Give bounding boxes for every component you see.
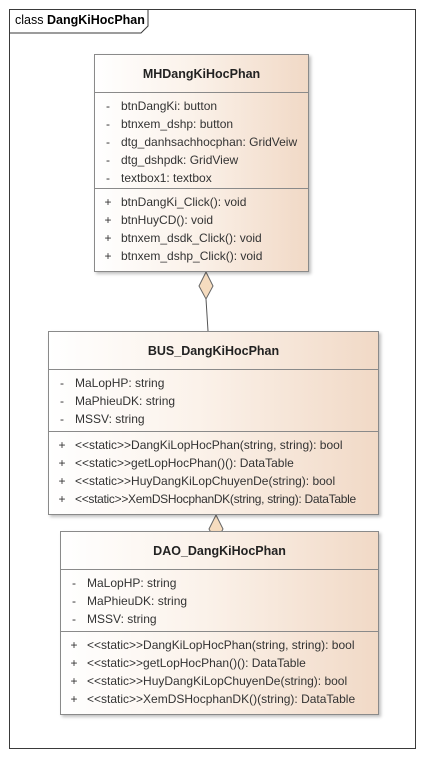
attribute-compartment: -MaLopHP: string -MaPhieuDK: string -MSS…: [49, 370, 378, 432]
operation-row: +<<static>>getLopHocPhan()(): DataTable: [58, 456, 294, 470]
class-name: MHDangKiHocPhan: [95, 55, 308, 93]
attribute-row: -MaPhieuDK: string: [72, 594, 188, 608]
aggregation-diamond-mh: [198, 270, 214, 301]
attribute-compartment: -btnDangKi: button -btnxem_dshp: button …: [95, 93, 308, 189]
operation-row: +btnxem_dsdk_Click(): void: [104, 231, 262, 245]
operation-row: +<<static>>HuyDangKiLopChuyenDe(string):…: [58, 474, 336, 488]
frame-name: DangKiHocPhan: [46, 13, 145, 27]
operation-row: +<<static>>XemDSHocphanDK(string, string…: [58, 492, 356, 506]
class-bus-dangkihocphan[interactable]: BUS_DangKiHocPhan -MaLopHP: string -MaPh…: [48, 331, 379, 515]
operation-row: +<<static>>DangKiLopHocPhan(string, stri…: [70, 638, 355, 652]
attribute-row: -btnDangKi: button: [106, 99, 218, 113]
frame-keyword: class: [15, 13, 44, 27]
attribute-row: -dtg_dshpdk: GridView: [106, 153, 239, 167]
class-name: DAO_DangKiHocPhan: [61, 532, 378, 570]
operation-row: +<<static>>getLopHocPhan()(): DataTable: [70, 656, 306, 670]
attribute-compartment: -MaLopHP: string -MaPhieuDK: string -MSS…: [61, 570, 378, 632]
class-dao-dangkihocphan[interactable]: DAO_DangKiHocPhan -MaLopHP: string -MaPh…: [60, 531, 379, 715]
diagram-frame: [9, 9, 416, 749]
attribute-row: -MaLopHP: string: [72, 576, 177, 590]
operation-compartment: +<<static>>DangKiLopHocPhan(string, stri…: [61, 632, 378, 710]
attribute-row: -textbox1: textbox: [106, 171, 212, 185]
operation-row: +<<static>>XemDSHocphanDK()(string): Dat…: [70, 692, 356, 706]
attribute-row: -btnxem_dshp: button: [106, 117, 234, 131]
frame-label: class DangKiHocPhan: [15, 13, 145, 27]
relation-line-mh-bus: [205, 298, 209, 332]
attribute-row: -MSSV: string: [72, 612, 157, 626]
operation-row: +btnDangKi_Click(): void: [104, 195, 247, 209]
class-name: BUS_DangKiHocPhan: [49, 332, 378, 370]
operation-row: +<<static>>HuyDangKiLopChuyenDe(string):…: [70, 674, 348, 688]
operation-row: +<<static>>DangKiLopHocPhan(string, stri…: [58, 438, 343, 452]
attribute-row: -MaPhieuDK: string: [60, 394, 176, 408]
class-mh-dangkihocphan[interactable]: MHDangKiHocPhan -btnDangKi: button -btnx…: [94, 54, 309, 272]
attribute-row: -MSSV: string: [60, 412, 145, 426]
operation-compartment: +btnDangKi_Click(): void +btnHuyCD(): vo…: [95, 189, 308, 267]
attribute-row: -dtg_danhsachhocphan: GridVeiw: [106, 135, 298, 149]
operation-row: +btnxem_dshp_Click(): void: [104, 249, 263, 263]
attribute-row: -MaLopHP: string: [60, 376, 165, 390]
operation-compartment: +<<static>>DangKiLopHocPhan(string, stri…: [49, 432, 378, 510]
operation-row: +btnHuyCD(): void: [104, 213, 214, 227]
frame-tab-outline: [9, 9, 149, 34]
